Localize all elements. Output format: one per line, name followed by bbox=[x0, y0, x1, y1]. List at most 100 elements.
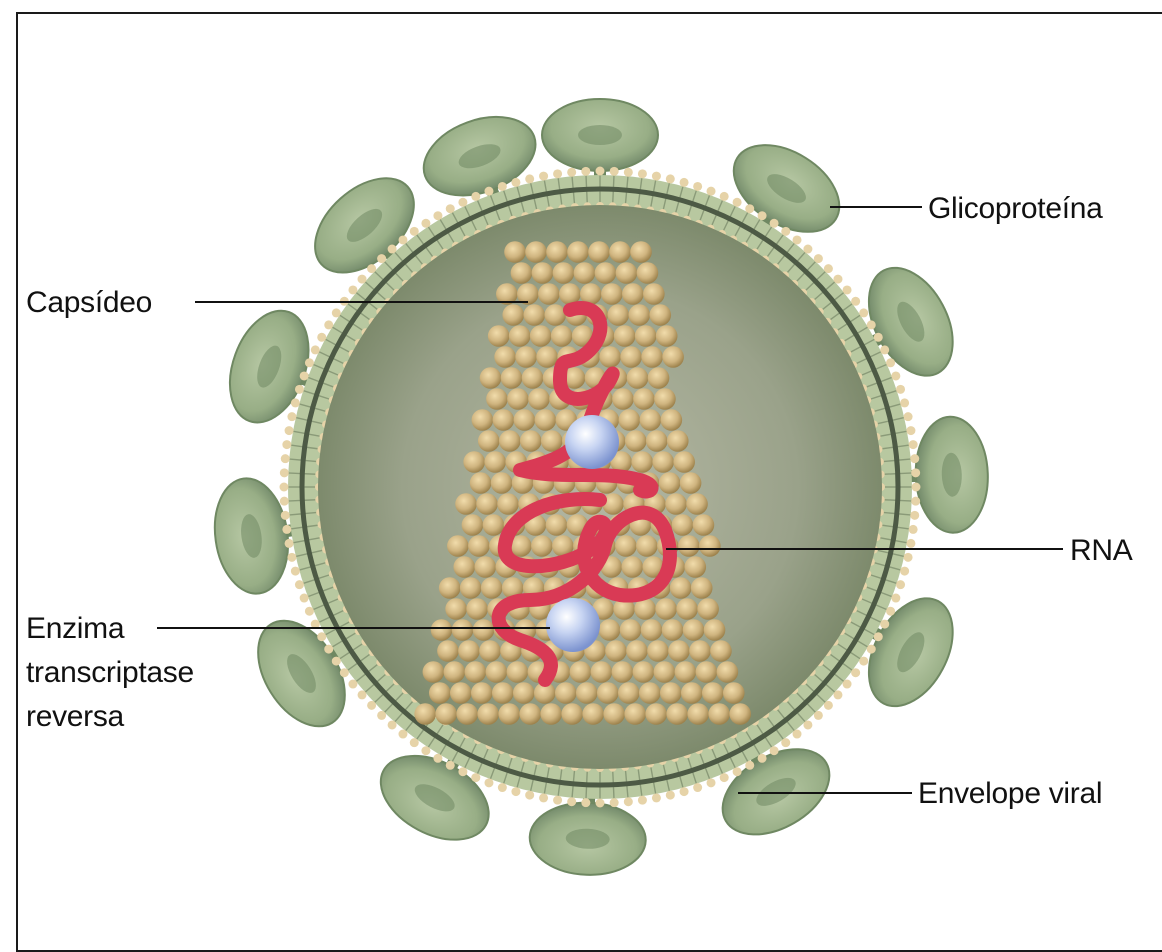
capsid-protein bbox=[639, 682, 661, 704]
capsid-protein bbox=[462, 514, 484, 536]
phospholipid-head bbox=[900, 398, 909, 407]
capsid-protein bbox=[501, 367, 523, 389]
phospholipid-head bbox=[910, 454, 919, 463]
phospholipid-head bbox=[305, 358, 314, 367]
phospholipid-head bbox=[553, 796, 562, 805]
capsid-protein bbox=[616, 262, 638, 284]
phospholipid-head bbox=[707, 778, 716, 787]
phospholipid-head bbox=[880, 345, 889, 354]
capsid-protein bbox=[479, 640, 501, 662]
phospholipid-head bbox=[886, 358, 895, 367]
capsid-protein bbox=[612, 661, 634, 683]
capsid-protein bbox=[588, 241, 610, 263]
capsid-protein bbox=[551, 325, 573, 347]
phospholipid-head bbox=[781, 227, 790, 236]
phospholipid-head bbox=[525, 174, 534, 183]
phospholipid-head bbox=[911, 497, 920, 506]
phospholipid-head bbox=[410, 738, 419, 747]
phospholipid-head bbox=[367, 264, 376, 273]
capsid-protein bbox=[660, 682, 682, 704]
capsid-protein bbox=[627, 367, 649, 389]
phospholipid-head bbox=[421, 746, 430, 755]
capsid-protein bbox=[673, 451, 695, 473]
capsid-protein bbox=[693, 514, 715, 536]
phospholipid-head bbox=[332, 308, 341, 317]
capsid-protein bbox=[535, 409, 557, 431]
capsid-protein bbox=[492, 682, 514, 704]
phospholipid-head bbox=[824, 701, 833, 710]
capsid-protein bbox=[667, 430, 689, 452]
phospholipid-head bbox=[770, 219, 779, 228]
phospholipid-head bbox=[896, 385, 905, 394]
capsid-protein bbox=[477, 703, 499, 725]
capsid-protein bbox=[437, 640, 459, 662]
label-enzima-line3: reversa bbox=[26, 698, 124, 736]
capsid-protein bbox=[601, 283, 623, 305]
capsid-protein bbox=[476, 493, 498, 515]
capsid-protein bbox=[497, 493, 519, 515]
phospholipid-head bbox=[581, 167, 590, 176]
phospholipid-head bbox=[851, 297, 860, 306]
capsid-protein bbox=[576, 682, 598, 704]
capsid-protein bbox=[458, 640, 480, 662]
capsid-protein bbox=[672, 514, 694, 536]
phospholipid-head bbox=[652, 793, 661, 802]
phospholipid-head bbox=[904, 412, 913, 421]
capsid-protein bbox=[641, 619, 663, 641]
capsid-protein bbox=[649, 304, 671, 326]
capsid-protein bbox=[630, 241, 652, 263]
phospholipid-head bbox=[433, 754, 442, 763]
phospholipid-head bbox=[909, 440, 918, 449]
phospholipid-head bbox=[581, 798, 590, 807]
capsid-protein bbox=[609, 241, 631, 263]
capsid-protein bbox=[686, 493, 708, 515]
capsid-protein bbox=[504, 241, 526, 263]
capsid-protein bbox=[710, 640, 732, 662]
capsid-protein bbox=[570, 661, 592, 683]
phospholipid-head bbox=[511, 178, 520, 187]
phospholipid-head bbox=[720, 773, 729, 782]
capsid-protein bbox=[450, 682, 472, 704]
capsid-protein bbox=[546, 514, 568, 536]
phospholipid-head bbox=[410, 227, 419, 236]
phospholipid-head bbox=[433, 211, 442, 220]
phospholipid-head bbox=[911, 468, 920, 477]
phospholipid-head bbox=[680, 787, 689, 796]
phospholipid-head bbox=[358, 275, 367, 284]
capsid-protein bbox=[717, 661, 739, 683]
capsid-protein bbox=[493, 409, 515, 431]
phospholipid-head bbox=[851, 668, 860, 677]
capsid-protein bbox=[625, 430, 647, 452]
capsid-protein bbox=[676, 598, 698, 620]
phospholipid-head bbox=[596, 167, 605, 176]
capsid-protein bbox=[633, 661, 655, 683]
phospholipid-head bbox=[377, 254, 386, 263]
phospholipid-head bbox=[332, 657, 341, 666]
phospholipid-head bbox=[285, 539, 294, 548]
label-capsideo: Capsídeo bbox=[26, 284, 152, 322]
capsid-protein bbox=[626, 640, 648, 662]
phospholipid-head bbox=[638, 169, 647, 178]
phospholipid-head bbox=[484, 187, 493, 196]
capsid-protein bbox=[595, 262, 617, 284]
phospholipid-head bbox=[666, 174, 675, 183]
phospholipid-head bbox=[458, 767, 467, 776]
capsid-protein bbox=[555, 682, 577, 704]
phospholipid-head bbox=[803, 720, 812, 729]
phospholipid-head bbox=[287, 412, 296, 421]
phospholipid-head bbox=[859, 308, 868, 317]
capsid-protein bbox=[423, 661, 445, 683]
phospholipid-head bbox=[567, 797, 576, 806]
phospholipid-head bbox=[707, 187, 716, 196]
phospholipid-head bbox=[693, 182, 702, 191]
phospholipid-head bbox=[610, 798, 619, 807]
phospholipid-head bbox=[720, 192, 729, 201]
capsid-protein bbox=[574, 262, 596, 284]
phospholipid-head bbox=[770, 746, 779, 755]
capsid-protein bbox=[473, 619, 495, 641]
capsid-protein bbox=[494, 346, 516, 368]
phospholipid-head bbox=[874, 632, 883, 641]
phospholipid-head bbox=[912, 483, 921, 492]
capsid-protein bbox=[470, 472, 492, 494]
capsid-protein bbox=[683, 619, 705, 641]
